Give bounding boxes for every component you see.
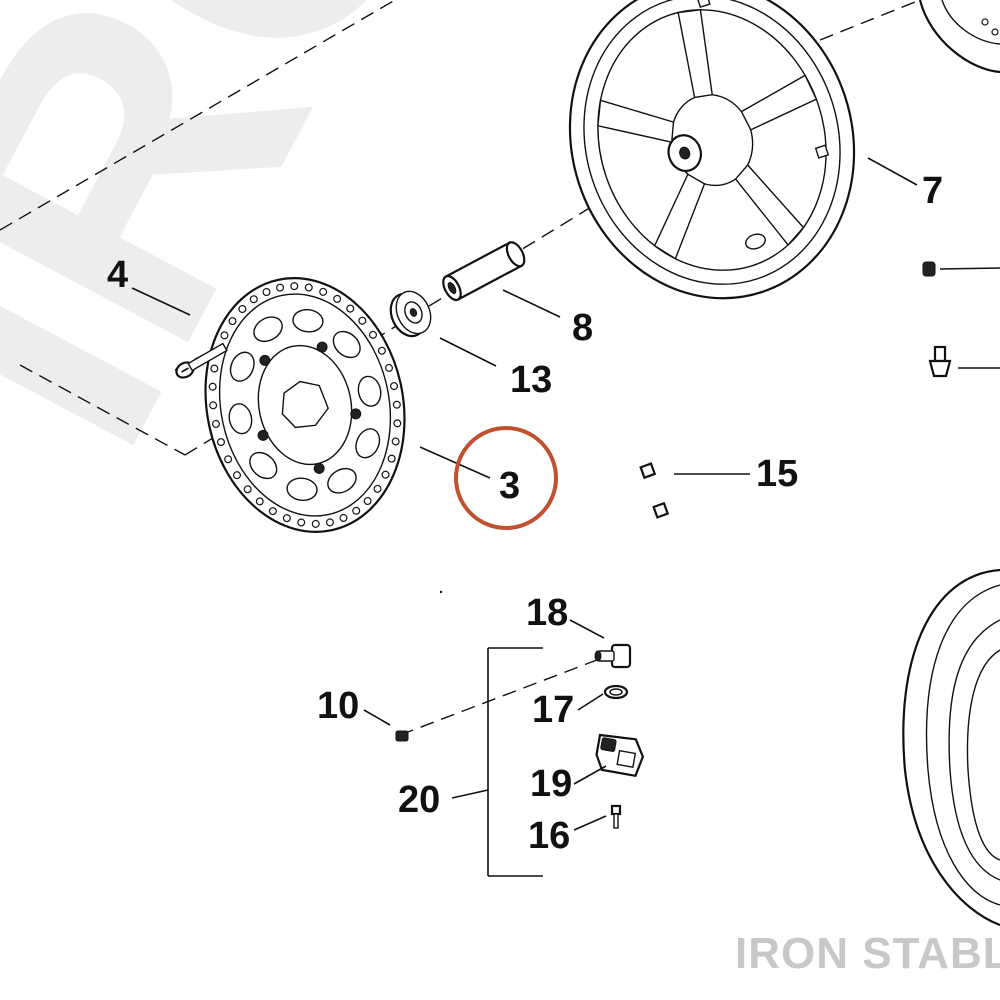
disc-hole <box>319 287 328 296</box>
disc-hole <box>377 346 386 355</box>
wheel-rim[interactable] <box>529 0 894 335</box>
disc-rivet <box>259 354 271 366</box>
brand-logo-text: IRON STABLE <box>735 929 1000 978</box>
callout-8: 8 <box>572 307 593 349</box>
disc-hole <box>249 295 258 304</box>
wheel-spoke <box>653 173 706 260</box>
tpms-valve-stem[interactable] <box>594 643 632 669</box>
disc-hole <box>262 288 271 297</box>
disc-hole <box>358 316 367 325</box>
disc-hole <box>233 471 242 480</box>
disc-rivet <box>313 462 325 474</box>
callout-18: 18 <box>526 592 568 634</box>
callout-17: 17 <box>532 689 574 731</box>
wheel-spoke <box>734 163 805 247</box>
disc-hole <box>363 496 372 505</box>
brake-disc[interactable] <box>183 259 428 550</box>
disc-hole <box>243 485 252 494</box>
balance-weights[interactable] <box>639 462 670 519</box>
disc-hole <box>216 438 225 447</box>
disc-hole <box>333 294 342 303</box>
callout-15: 15 <box>756 453 798 495</box>
disc-hole <box>391 437 400 446</box>
tpms-screw[interactable] <box>610 804 622 829</box>
disc-hole <box>224 455 233 464</box>
disc-hole <box>325 518 334 527</box>
disc-hole <box>276 283 285 292</box>
disc-hole <box>268 507 277 516</box>
disc-hole <box>297 518 306 527</box>
tpms-seal-ring[interactable] <box>603 684 629 700</box>
disc-hole <box>238 305 247 314</box>
second-brake-disc <box>918 0 1000 74</box>
valve-nut[interactable] <box>395 730 409 742</box>
highlight-circle <box>454 426 558 530</box>
disc-hole <box>346 304 355 313</box>
disc-hole <box>392 400 401 409</box>
disc-hole <box>393 419 402 428</box>
disc-hole <box>290 282 299 291</box>
callout-16: 16 <box>528 815 570 857</box>
disc-screw[interactable] <box>174 341 229 381</box>
spacer-tube[interactable] <box>440 239 528 302</box>
disc-hole <box>208 382 217 391</box>
disc-rivet <box>316 341 328 353</box>
disc-hole <box>211 419 220 428</box>
wheel-spoke <box>677 9 714 99</box>
disc-window <box>355 428 381 459</box>
callout-7: 7 <box>922 170 943 212</box>
wheel-spoke <box>597 99 675 144</box>
disc-hole <box>228 317 237 326</box>
disc-hole <box>381 470 390 479</box>
disc-window <box>229 351 255 382</box>
disc-hole <box>210 364 219 373</box>
disc-rivet <box>350 408 362 420</box>
disc-window <box>357 375 382 407</box>
disc-window <box>332 330 361 359</box>
disc-hole <box>385 363 394 372</box>
disc-hole <box>373 484 382 493</box>
callout-3: 3 <box>499 465 520 507</box>
disc-hole <box>304 283 313 292</box>
disc-hole <box>390 382 399 391</box>
disc-window <box>286 477 318 502</box>
leader-lines <box>131 157 918 831</box>
tpms-sensor-group <box>487 647 543 877</box>
disc-window <box>327 467 357 494</box>
callout-labels: 4 3 7 8 13 15 10 18 17 19 16 20 <box>107 170 943 857</box>
callout-4: 4 <box>107 254 128 296</box>
wheel-bearing[interactable] <box>384 286 437 342</box>
disc-window <box>249 451 278 480</box>
tpms-sensor-body[interactable] <box>594 733 646 778</box>
disc-hole <box>339 513 348 522</box>
callout-19: 19 <box>530 763 572 805</box>
callout-13: 13 <box>510 359 552 401</box>
speck <box>439 590 443 594</box>
callout-20: 20 <box>398 779 440 821</box>
disc-hole <box>220 331 229 340</box>
tire[interactable] <box>902 568 1000 927</box>
disc-window <box>292 308 324 333</box>
disc-hole <box>255 497 264 506</box>
wheel-spoke <box>740 74 818 131</box>
disc-window <box>228 403 253 435</box>
disc-hole <box>387 454 396 463</box>
disc-hole <box>282 514 291 523</box>
axle-nut[interactable] <box>922 261 1000 277</box>
disc-hole <box>311 519 320 528</box>
tire-valve[interactable] <box>928 345 1000 378</box>
disc-rivet <box>257 429 269 441</box>
disc-window <box>253 316 283 343</box>
disc-hole <box>368 330 377 339</box>
callout-10: 10 <box>317 685 359 727</box>
disc-hole <box>209 401 218 410</box>
disc-hole <box>352 506 361 515</box>
